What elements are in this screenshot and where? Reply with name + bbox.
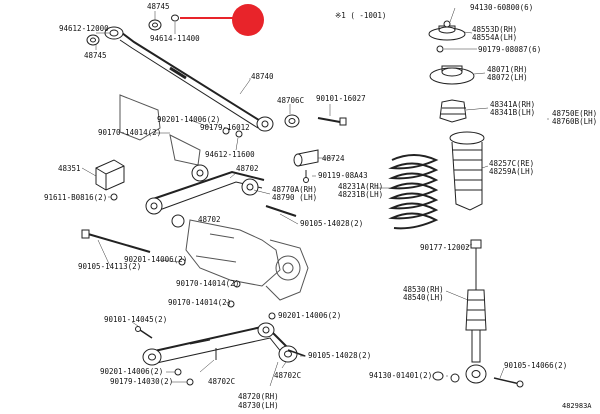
shock-absorber-48530: [465, 262, 487, 384]
dust-boot-48257C: [449, 131, 485, 211]
bolt-90105-14066: [493, 377, 524, 388]
nut-94612-11600: [235, 130, 243, 138]
label-48702C-b: 48702C: [274, 371, 302, 380]
bolt-90119-08A43: [303, 170, 309, 183]
axle-housing: [185, 219, 309, 301]
label-48072: 48072(LH): [487, 73, 528, 82]
pin-90179-14030: [186, 378, 194, 386]
leader-lines: [81, 7, 549, 387]
label-94612-12000: 94612-12000: [59, 24, 109, 33]
label-48351: 48351: [58, 164, 81, 173]
label-90101-16027: 90101-16027: [316, 94, 366, 103]
bushing-48724: [293, 149, 319, 167]
label-48259A: 48259A(LH): [489, 167, 535, 176]
label-90119-08A43: 90119-08A43: [318, 171, 368, 180]
label-90170-14014-b: 90170-14014(2): [176, 279, 240, 288]
bolt-90101-14045: [135, 326, 153, 339]
lower-arm-48702: [145, 164, 265, 228]
label-48760B: 48760B(LH): [552, 117, 598, 126]
label-90179-08087: 90179-08087(6): [478, 45, 542, 54]
bushing-48706C: [284, 114, 300, 128]
label-90105-14028-a: 90105-14028(2): [300, 219, 364, 228]
label-90170-14014-c: 90170-14014(2): [168, 298, 232, 307]
label-48257C: 48257C(RE): [489, 159, 535, 168]
label-48702C-a: 48702C: [208, 377, 236, 386]
label-48702-a: 48702: [236, 164, 259, 173]
label-48770A: 48770A(RH): [272, 185, 318, 194]
label-90201-14006-b: 90201-14006(2): [124, 255, 188, 264]
drawing-code: 482983A: [562, 402, 592, 410]
label-48724: 48724: [322, 154, 345, 163]
bolt-90105-14028-upper: [265, 205, 297, 217]
upper-mount-48553D: [428, 20, 466, 41]
label-48730: 48730(LH): [238, 401, 279, 410]
label-48790: 48790 (LH): [272, 193, 318, 202]
label-48231A: 48231A(RH): [338, 182, 384, 191]
label-48750E: 48750E(RH): [552, 109, 598, 118]
label-90170-14014-a: 90170-14014(2): [98, 128, 162, 137]
nut-90177-12002: [470, 239, 482, 262]
label-90101-14045: 90101-14045(2): [104, 315, 168, 324]
marker-dot: [232, 4, 264, 36]
label-90105-14028-b: 90105-14028(2): [308, 351, 372, 360]
spring-seat-48071: [429, 65, 475, 85]
label-94614-11400: 94614-11400: [150, 34, 200, 43]
label-94612-11600: 94612-11600: [205, 150, 255, 159]
bushing-48745-top: [148, 14, 179, 31]
mount-48351: [95, 159, 125, 191]
washer-90170-14014-mid: [227, 280, 241, 308]
label-91611-B0816: 91611-B0816(2): [44, 193, 108, 202]
label-90105-14113: 90105-14113(2): [78, 262, 142, 271]
label-48071: 48071(RH): [487, 65, 528, 74]
label-48720: 48720(RH): [238, 392, 279, 401]
label-48231B: 48231B(LH): [338, 190, 384, 199]
bolt-90101-16027: [317, 117, 347, 126]
label-48554A: 48554A(LH): [472, 33, 518, 42]
label-90201-14006-d: 90201-14006(2): [100, 367, 164, 376]
label-90177-12002: 90177-12002: [420, 243, 470, 252]
label-48341B: 48341B(LH): [490, 108, 536, 117]
coil-spring-48231A: [388, 154, 439, 230]
washer-90201-14006-lower: [174, 312, 276, 376]
label-48740: 48740: [251, 72, 274, 81]
washer-94130-01401: [432, 371, 460, 383]
note-label: ※1 ( -1001): [335, 11, 387, 20]
label-90201-14006-c: 90201-14006(2): [278, 311, 342, 320]
label-90179-14030: 90179-14030(2): [110, 377, 174, 386]
lower-arm-48720: [142, 322, 298, 366]
label-48341A: 48341A(RH): [490, 100, 536, 109]
bump-stop-48341A: [439, 99, 467, 123]
label-94130-01401: 94130-01401(2): [369, 371, 433, 380]
nut-90179-08087: [436, 45, 444, 53]
label-48745-left: 48745: [84, 51, 107, 60]
label-48540: 48540(LH): [403, 293, 444, 302]
bolt-91611-B0816: [110, 193, 118, 201]
label-48745-top: 48745: [147, 2, 170, 11]
bushing-48745-left: [86, 34, 100, 46]
label-90105-14066: 90105-14066(2): [504, 361, 568, 370]
label-48553D: 48553D(RH): [472, 25, 518, 34]
label-48530: 48530(RH): [403, 285, 444, 294]
label-90179-16012: 90179-16012: [200, 123, 250, 132]
label-90201-14006-a: 90201-14006(2): [157, 115, 221, 124]
label-48706C: 48706C: [277, 96, 305, 105]
bolt-90105-14113: [81, 229, 151, 253]
bolt-90105-14028-lower: [287, 349, 306, 357]
label-48702-b: 48702: [198, 215, 221, 224]
label-94130-60800: 94130-60800(6): [470, 3, 534, 12]
